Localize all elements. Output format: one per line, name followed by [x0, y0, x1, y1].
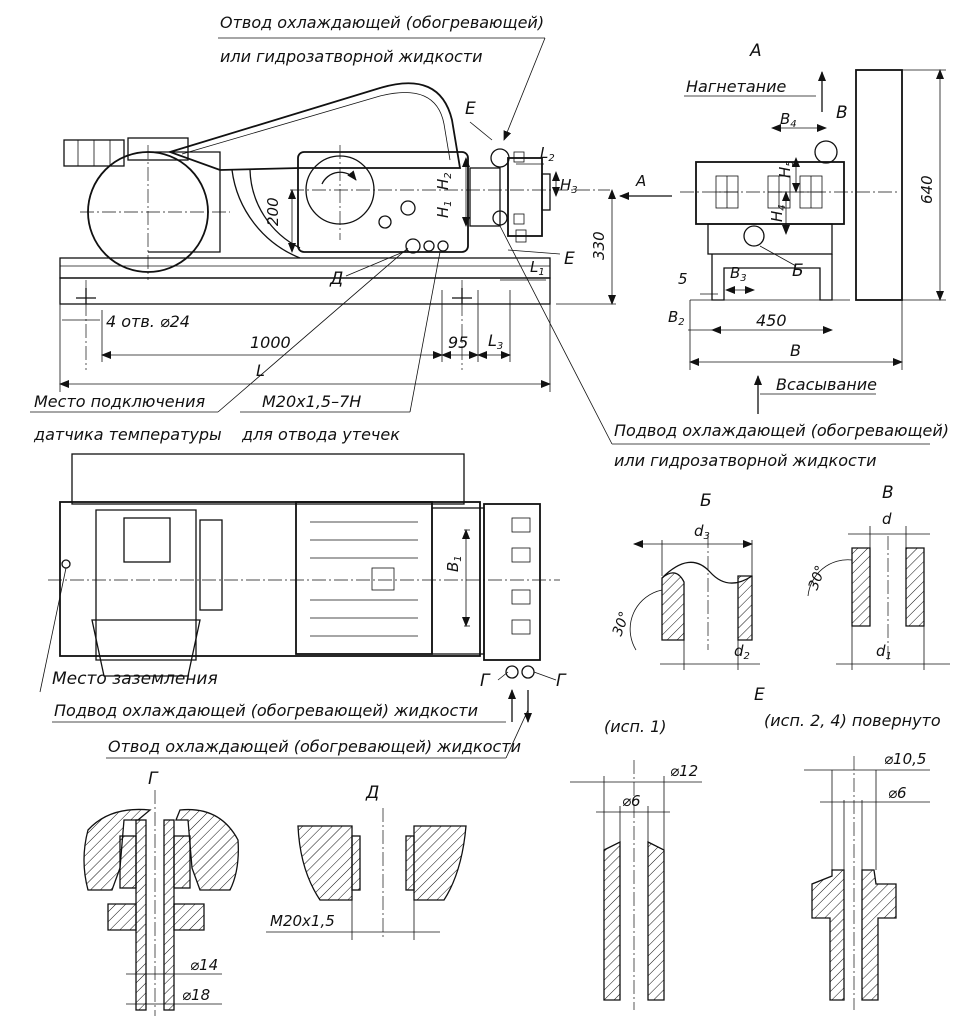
detail-D-title: Д — [365, 783, 379, 803]
label-sensor-2: датчика температуры — [33, 425, 222, 444]
view-D-label: Д — [329, 269, 343, 289]
dim-phi14: ⌀14 — [190, 956, 218, 974]
dim-phi12: ⌀12 — [670, 762, 698, 780]
dim-phi6: ⌀6 — [622, 792, 641, 810]
dim-L3: L3 — [488, 331, 503, 352]
label-outlet-top-1: Отвод охлаждающей (обогревающей) — [220, 13, 544, 32]
label-inlet-1: Подвод охлаждающей (обогревающей) — [614, 421, 949, 440]
label-ground: Место заземления — [52, 669, 218, 689]
dim-95: 95 — [448, 333, 468, 352]
dim-L1: L1 — [530, 258, 545, 278]
dim-330: 330 — [590, 231, 608, 260]
detail-B-title: Б — [700, 491, 712, 511]
detail-V-title: В — [882, 483, 894, 503]
dim-phi18: ⌀18 — [182, 986, 210, 1004]
base-frame-top — [59, 257, 551, 279]
fitting-var24-left — [811, 869, 845, 1001]
dim-H2: H2 — [434, 172, 454, 190]
port-B — [743, 225, 765, 247]
plan-belt-guard — [71, 453, 465, 505]
port-V — [814, 140, 838, 164]
dim-m20: М20х1,5 — [270, 912, 335, 930]
detail-G: Г ⌀14 ⌀18 — [83, 769, 239, 1016]
plan-motor — [95, 509, 197, 661]
label-inlet-plan: Подвод охлаждающей (обогревающей) жидкос… — [54, 701, 478, 720]
pump-block — [507, 157, 543, 237]
detail-E-title: Е — [754, 685, 765, 705]
dim-B3: B3 — [730, 264, 747, 284]
dim-d1: d1 — [876, 642, 892, 662]
dim-H3: H3 — [560, 176, 578, 196]
dim-200: 200 — [264, 197, 282, 226]
fitting-top — [490, 148, 510, 168]
label-inlet-2: или гидрозатворной жидкости — [614, 451, 877, 470]
view-G-ref-right: Г — [556, 671, 567, 691]
fitting-var24-right — [861, 869, 897, 1001]
detail-D: Д М20х1,5 — [266, 783, 467, 940]
dim-L2: L2 — [540, 144, 555, 164]
view-E-label-top: Е — [465, 99, 476, 119]
dim-B4: B4 — [780, 110, 797, 130]
label-var1: (исп. 1) — [604, 717, 667, 736]
dim-L: L — [256, 361, 265, 380]
dim-H1: H1 — [434, 200, 454, 218]
dim-phi6-b: ⌀6 — [888, 784, 907, 802]
fitting-var1-left — [603, 840, 621, 1001]
label-leak-drain: для отвода утечек — [241, 425, 400, 444]
label-var24: (исп. 2, 4) повернуто — [764, 711, 941, 730]
label-holes: 4 отв. ⌀24 — [106, 312, 190, 331]
leak-port-front — [405, 238, 421, 254]
plan-view: B1 Место заземления Г Г Подвод охлаждающ… — [39, 453, 567, 759]
label-leak-thread: М20х1,5–7Н — [262, 392, 361, 411]
dim-H4: H4 — [768, 204, 788, 222]
dim-5: 5 — [678, 270, 688, 288]
dim-1000: 1000 — [250, 333, 291, 352]
detail-E: Е (исп. 1) (исп. 2, 4) повернуто ⌀12 ⌀6 … — [570, 685, 941, 1010]
label-suction: Всасывание — [776, 375, 877, 394]
detail-V: В d d1 30° — [806, 483, 950, 670]
label-outlet-top-2: или гидрозатворной жидкости — [220, 47, 483, 66]
front-view: 200 330 H1 H2 H3 L2 L1 Е Е А Отвод охлаж… — [30, 13, 949, 470]
view-E-label-bottom: Е — [564, 249, 575, 269]
dim-640: 640 — [918, 175, 936, 204]
dim-B: B — [790, 341, 801, 360]
view-A: А Нагнетание 640 В Б B4 H5 H4 B3 5 — [668, 41, 946, 414]
plan-base-frame — [59, 501, 481, 657]
view-B-ref: Б — [792, 261, 804, 281]
motor-side-view — [855, 69, 903, 301]
view-A-title: А — [749, 41, 762, 61]
fitting-var1-right — [647, 840, 665, 1001]
motor-housing — [87, 151, 221, 253]
flywheel-arc — [231, 169, 301, 259]
arrow-A-label: А — [635, 172, 646, 190]
belt-guard — [167, 82, 462, 171]
label-discharge: Нагнетание — [686, 77, 787, 96]
dim-H5: H5 — [776, 160, 796, 178]
view-G-ref-left: Г — [480, 671, 491, 691]
ground-point — [61, 559, 71, 569]
dim-B2: B2 — [668, 308, 685, 328]
dim-d: d — [882, 510, 892, 528]
pump-head — [469, 167, 501, 227]
dim-d3: d3 — [694, 522, 710, 542]
angle-B: 30° — [610, 609, 634, 638]
plan-pump-head — [483, 503, 541, 661]
label-outlet-plan: Отвод охлаждающей (обогревающей) жидкост… — [108, 737, 521, 756]
label-sensor-1: Место подключения — [34, 392, 205, 411]
base-frame-bottom — [59, 277, 551, 305]
detail-B: Б d3 d2 30° — [610, 491, 760, 670]
view-V-ref: В — [836, 103, 848, 123]
dim-450: 450 — [756, 311, 787, 330]
plan-crankcase — [295, 501, 433, 655]
dim-d2: d2 — [734, 642, 750, 662]
angle-V: 30° — [806, 563, 830, 592]
detail-G-title: Г — [148, 769, 159, 789]
dim-phi10-5: ⌀10,5 — [884, 750, 926, 768]
dim-B1: B1 — [444, 555, 464, 572]
